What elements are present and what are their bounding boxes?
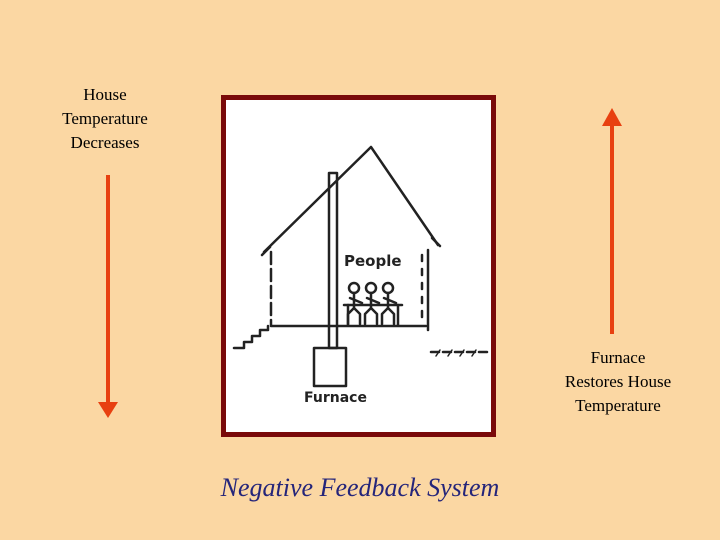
furnace-restores-label: Furnace Restores House Temperature xyxy=(564,348,672,415)
down-arrow xyxy=(98,175,118,418)
roof xyxy=(262,145,440,254)
furnace-box xyxy=(312,346,348,388)
steps xyxy=(232,324,270,350)
flue xyxy=(327,171,339,350)
furnace-label: Furnace xyxy=(304,390,367,406)
temperature-decreases-label: House Temperature Decreases xyxy=(62,85,148,152)
diagram-caption: Negative Feedback System xyxy=(220,473,500,502)
people-label: People xyxy=(344,252,402,270)
people-figures xyxy=(346,281,398,326)
house-illustration: People Furnace xyxy=(221,95,496,437)
up-arrow xyxy=(602,108,622,334)
